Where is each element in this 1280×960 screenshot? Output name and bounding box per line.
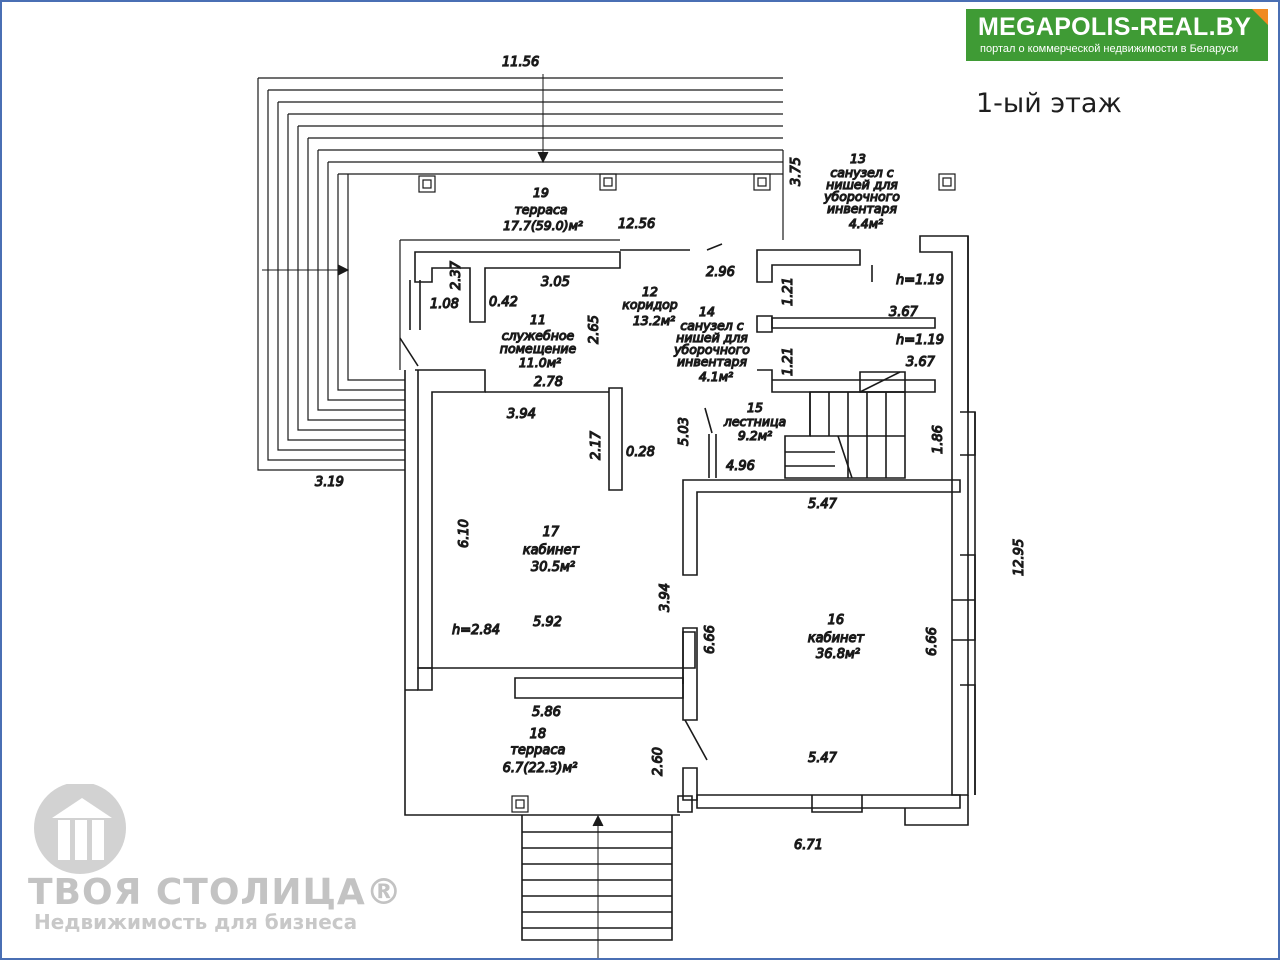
building-logo-icon <box>34 784 126 874</box>
dim-3-94-b: 3.94 <box>658 583 673 612</box>
dim-1-21-a: 1.21 <box>781 277 796 306</box>
dim-3-94-a: 3.94 <box>507 407 536 422</box>
dim-5-47-a: 5.47 <box>808 497 838 512</box>
room-19-label: 19 терраса 17.7(59.0)м² <box>503 185 583 233</box>
brand-tagline: портал о коммерческой недвижимости в Бел… <box>980 43 1239 55</box>
brand-corner-icon <box>1252 9 1268 25</box>
dimension-labels: 11.56 12.56 3.75 3.05 2.37 1.08 0.42 2.6… <box>314 54 1027 853</box>
dim-1-21-b: 1.21 <box>781 347 796 376</box>
dim-2-78: 2.78 <box>534 375 563 390</box>
brand-name: MEGAPOLIS-REAL.BY <box>978 13 1252 41</box>
dim-0-28: 0.28 <box>626 445 655 460</box>
terrace-steps-top <box>257 77 784 471</box>
dim-5-86: 5.86 <box>532 705 561 720</box>
dim-5-47-b: 5.47 <box>808 751 838 766</box>
dim-12-56: 12.56 <box>618 217 655 232</box>
dim-6-71: 6.71 <box>794 838 823 853</box>
room-18-label: 18 терраса 6.7(22.3)м² <box>503 727 578 776</box>
room-16-label: 16 кабинет 36.8м² <box>808 613 869 662</box>
dim-12-95: 12.95 <box>1012 539 1027 576</box>
dim-2-17: 2.17 <box>589 430 604 460</box>
room-13-label: 13 санузел с нишей для уборочного инвент… <box>823 151 904 231</box>
dim-h-2-84: h=2.84 <box>452 623 500 638</box>
floor-title: 1-ый этаж <box>976 88 1122 119</box>
room-14-label: 14 санузел с нишей для уборочного инвент… <box>673 304 754 384</box>
arrow-markers <box>262 74 604 958</box>
watermark-name: ТВОЯ СТОЛИЦА® <box>28 872 403 913</box>
room-17-label: 17 кабинет 30.5м² <box>523 525 584 575</box>
room-12-label: 12 коридор 13.2м² <box>622 284 681 328</box>
dim-3-67-b: 3.67 <box>906 355 936 370</box>
dim-1-86: 1.86 <box>931 425 946 454</box>
dim-5-03: 5.03 <box>677 417 692 446</box>
dim-h-1-19-b: h=1.19 <box>896 333 944 348</box>
dim-2-65: 2.65 <box>587 315 602 344</box>
dim-3-75: 3.75 <box>789 157 804 186</box>
dim-6-66-a: 6.66 <box>703 625 718 654</box>
room-11-label: 11 служебное помещение 11.0м² <box>500 312 580 370</box>
dim-5-92: 5.92 <box>533 615 562 630</box>
dim-11-56: 11.56 <box>502 55 539 70</box>
columns <box>418 173 956 813</box>
dim-0-42: 0.42 <box>489 295 518 310</box>
watermark-subtitle: Недвижимость для бизнеса <box>34 910 358 934</box>
dim-1-08: 1.08 <box>430 297 459 312</box>
dim-2-37: 2.37 <box>449 260 464 290</box>
dim-3-19: 3.19 <box>315 475 344 490</box>
megapolis-brand-badge[interactable]: MEGAPOLIS-REAL.BY портал о коммерческой … <box>966 9 1268 61</box>
walls <box>399 235 976 941</box>
dim-3-67-a: 3.67 <box>889 305 919 320</box>
dim-6-66-b: 6.66 <box>925 627 940 656</box>
room-15-label: 15 лестница 9.2м² <box>723 400 790 443</box>
dim-6-10: 6.10 <box>457 519 472 548</box>
dim-h-1-19-a: h=1.19 <box>896 273 944 288</box>
dim-3-05: 3.05 <box>541 275 570 290</box>
dim-2-60: 2.60 <box>651 747 666 776</box>
dim-4-96: 4.96 <box>726 459 755 474</box>
dim-2-96: 2.96 <box>706 265 735 280</box>
